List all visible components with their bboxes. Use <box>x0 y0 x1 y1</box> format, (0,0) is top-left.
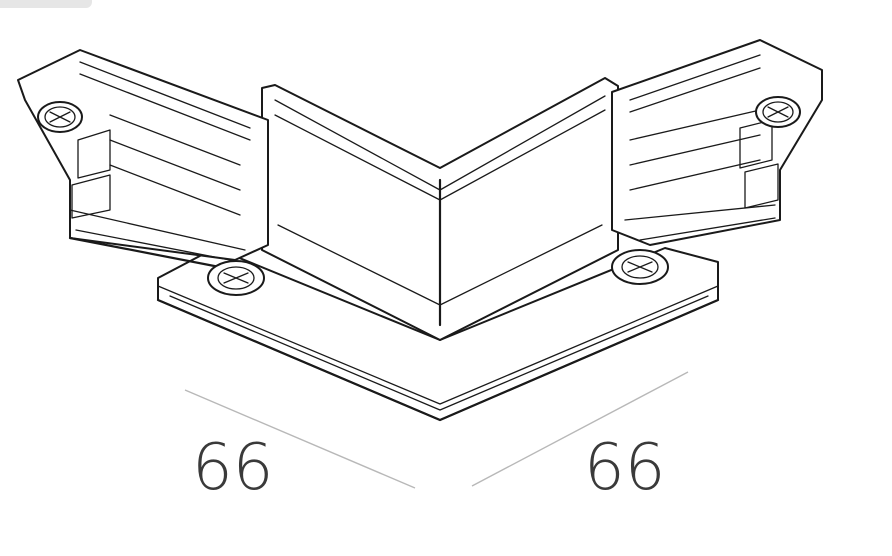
dimension-line-left <box>184 389 416 489</box>
screw-base-left <box>207 260 265 296</box>
base-plate <box>156 247 720 422</box>
screw-top-right <box>755 96 801 128</box>
dimension-label-left: 66 <box>192 431 274 505</box>
right-adapter <box>611 39 823 246</box>
screw-base-right <box>611 249 669 285</box>
left-adapter <box>17 49 269 272</box>
dimension-line-right <box>471 371 689 487</box>
corner-tab <box>0 0 92 8</box>
central-housing <box>261 77 619 341</box>
dimension-label-right: 66 <box>584 431 666 505</box>
screw-top-left <box>37 101 83 133</box>
